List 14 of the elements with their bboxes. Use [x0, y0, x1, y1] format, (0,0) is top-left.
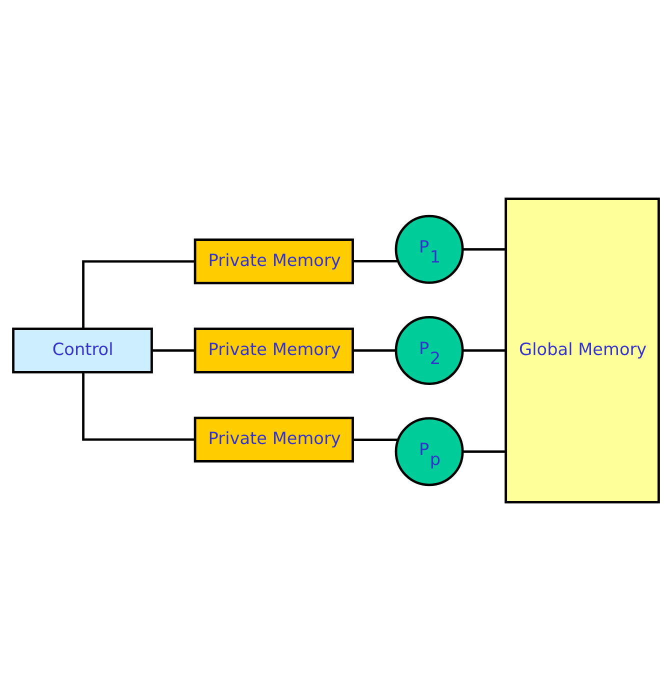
connector: [352, 259, 398, 262]
connector: [152, 348, 195, 352]
connector: [462, 248, 506, 250]
connector: [352, 348, 396, 352]
node-box: Private Memory: [194, 416, 354, 462]
connector: [352, 438, 398, 441]
connector: [82, 260, 195, 328]
node-box: Private Memory: [194, 327, 354, 373]
connector: [462, 348, 506, 352]
node-box: Global Memory: [504, 197, 660, 503]
connector: [462, 450, 506, 452]
connector: [82, 372, 195, 440]
node-box: Control: [12, 327, 153, 373]
node-box: Private Memory: [194, 238, 354, 284]
